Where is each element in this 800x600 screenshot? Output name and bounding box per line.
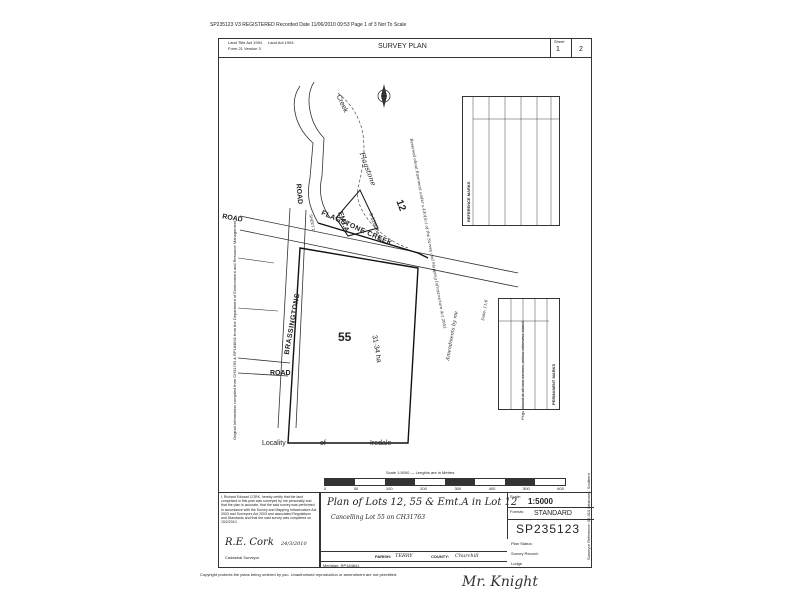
flagstone-creek-road-south [239, 229, 519, 288]
locality-name: Iredale [370, 440, 392, 447]
scale-tick: 200 [420, 486, 427, 491]
scale-label: Scale: [510, 494, 522, 499]
scale-format-box: Scale: 1:5000 Format: STANDARD SP235123 [507, 493, 594, 539]
certification-date: 24/3/2010 [281, 541, 307, 547]
scale-tick: 600 [557, 486, 564, 491]
format-label: Format: [510, 509, 524, 514]
easement-a [335, 189, 379, 237]
west-lot-line [237, 257, 275, 264]
reference-marks-grid [472, 97, 559, 225]
certification-block: I, Richard Edward CORK, hereby certify t… [218, 492, 320, 568]
plan-header: Land Title Act 1994 Land Act 1994 Form 2… [218, 38, 592, 58]
meridian: Meridian: RP184841 [323, 563, 360, 568]
parish-divider-top [321, 551, 507, 552]
permanent-marks-grid [499, 299, 549, 409]
scale-tick: 0 [324, 486, 327, 491]
format-divider [508, 519, 594, 520]
lot-12-boundary [317, 222, 429, 259]
sheet-number: 1 [556, 46, 560, 53]
locality-label: Locality [262, 440, 286, 447]
registration-line: SP235123 V3 REGISTERED Recorded Date 11/… [210, 22, 407, 28]
survey-record: Survey Record: [511, 551, 539, 556]
land-act: Land Act 1994 [268, 40, 294, 45]
parish-value: TERRY [395, 553, 413, 559]
scale-bar [324, 478, 566, 486]
bottom-road-north [237, 357, 291, 364]
form-version: Form 21 Version 3 [228, 46, 261, 51]
brassingtons-road-east [295, 209, 307, 429]
cadastral-surveyor-label: Cadastral Surveyor [225, 555, 260, 560]
certification-text: I, Richard Edward CORK, hereby certify t… [221, 495, 317, 525]
sheet-box: Sheet 1 2 [550, 38, 593, 57]
creek-outline [293, 85, 319, 224]
scale-bar-segment [505, 479, 535, 485]
plan-number: SP235123 [516, 522, 581, 536]
scale-tick: 400 [488, 486, 496, 491]
permanent-marks-title: PERMANENT MARKS [551, 363, 556, 405]
scale-bar-segment [325, 479, 355, 485]
lot-55-boundary [287, 247, 419, 444]
sheet-divider [571, 38, 572, 57]
land-title-act: Land Title Act 1994 [228, 40, 263, 45]
parish-label: PARISH: [375, 554, 392, 559]
scale-tick: 500 [523, 486, 530, 491]
county-label: COUNTY: [431, 554, 449, 559]
original-info-note: Original Information compiled from CH317… [232, 219, 237, 440]
scale-value: 1:5000 [528, 497, 553, 506]
cancelling-note: Cancelling Lot 55 on CH31763 [331, 514, 426, 521]
lodge: Lodge [511, 561, 523, 566]
scale-bar-segment [385, 479, 415, 485]
north-arrow [381, 84, 387, 108]
scale-text: Scale 1:5000 — Lengths are in Metres. [386, 470, 456, 475]
west-lot-line-2 [237, 307, 279, 312]
bottom-road-south [237, 372, 289, 377]
parish-divider-bottom [321, 561, 507, 562]
sheet-of: 2 [579, 46, 583, 53]
reference-marks-table: REFERENCE MARKS [462, 96, 560, 226]
road-upper: ROAD [294, 183, 304, 205]
road-bottom: ROAD [270, 370, 291, 377]
handwritten-signature: Mr. Knight [462, 574, 538, 590]
scale-tick: 50 [353, 486, 359, 491]
plan-title: SURVEY PLAN [378, 43, 427, 50]
scale-bar-segment [445, 479, 475, 485]
scale-tick: 300 [454, 486, 462, 491]
plan-status: Plan Status: [511, 541, 533, 546]
flagstone-creek-road-north [239, 215, 519, 274]
plan-drawing [237, 81, 519, 444]
creek-bank [337, 92, 409, 249]
surveyor-signature: R.E. Cork [225, 537, 274, 548]
permanent-marks-table: PERMANENT MARKS [498, 298, 560, 410]
copyright-notice: Copyright protects the plans being order… [200, 572, 398, 577]
lot-55-number: 55 [338, 330, 352, 344]
reference-marks-title: REFERENCE MARKS [466, 181, 471, 222]
brassingtons-road-west [277, 207, 291, 429]
scale-tick: 100 [385, 486, 393, 491]
scale-ticks: 0 50 100 200 300 400 500 600 [324, 486, 564, 491]
locality-of: of [320, 440, 326, 447]
format-value: STANDARD [534, 510, 572, 517]
scale-divider [508, 507, 594, 508]
sheet-label: Sheet [554, 39, 565, 44]
county-value: Churchill [455, 553, 479, 559]
title-block: Plan of Lots 12, 55 & Emt.A in Lot 12 Ca… [320, 492, 594, 568]
plan-description: Plan of Lots 12, 55 & Emt.A in Lot 12 [327, 497, 518, 508]
creek-outline-inner [308, 81, 331, 219]
